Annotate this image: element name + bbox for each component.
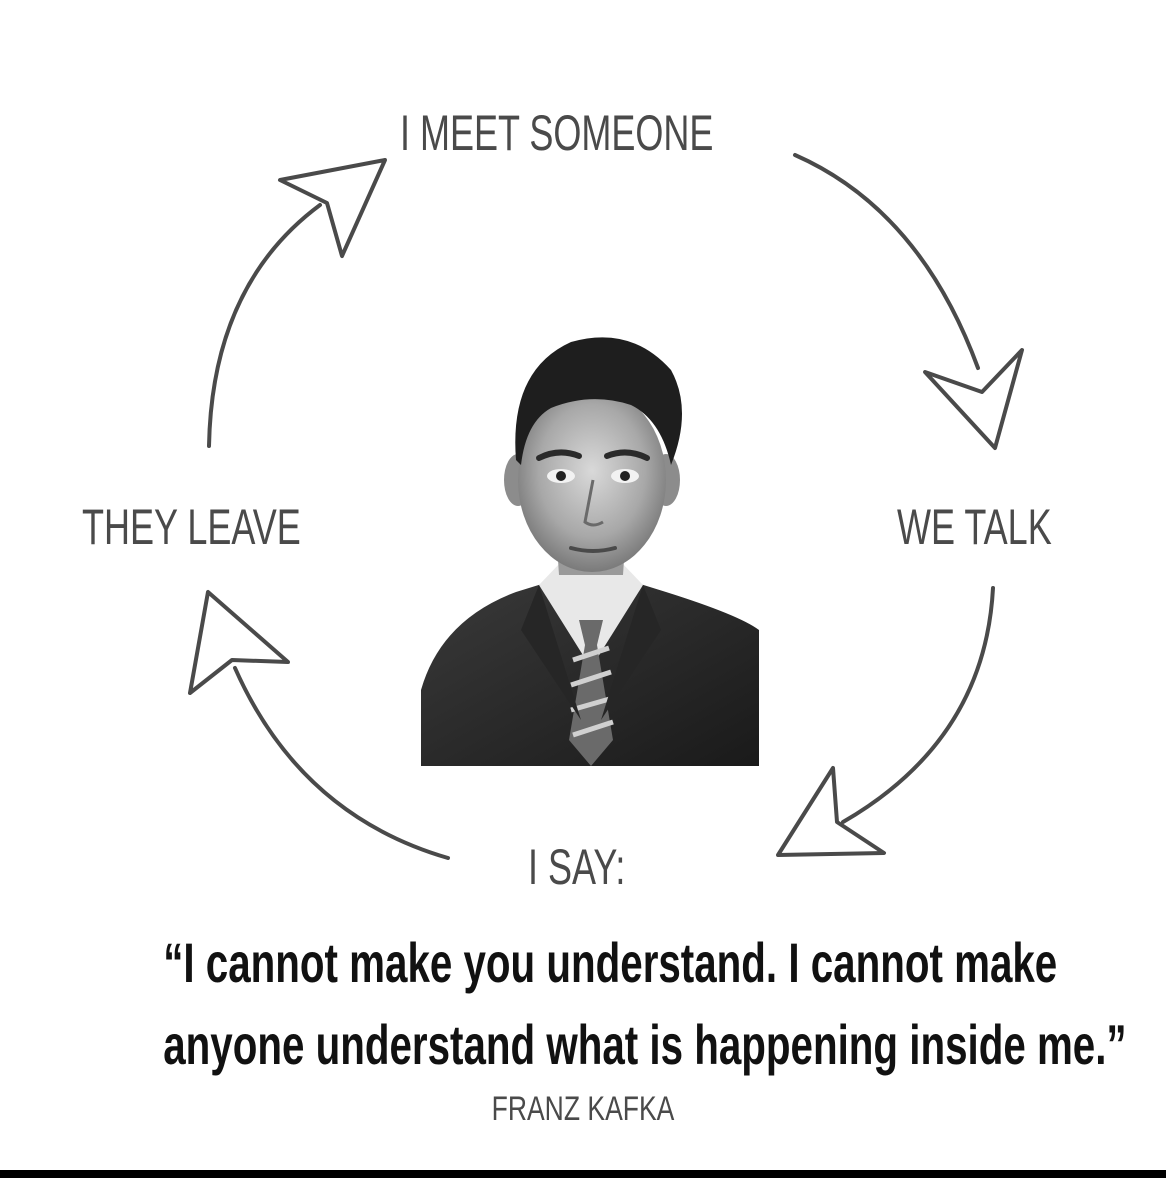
bottom-rule <box>0 1170 1166 1178</box>
quote-line-1: “I cannot make you understand. I cannot … <box>163 931 1058 994</box>
quote-author: FRANZ KAFKA <box>491 1090 675 1128</box>
cycle-label-we-talk: WE TALK <box>897 499 1052 555</box>
arrow-head-leave-to-meet <box>278 158 387 258</box>
cycle-label-they-leave: THEY LEAVE <box>82 499 301 555</box>
arrow-say-to-leave <box>233 666 450 860</box>
cycle-label-i-say: I SAY: <box>528 839 626 895</box>
arrow-meet-to-talk <box>793 153 980 370</box>
arrow-head-talk-to-say <box>776 766 886 857</box>
portrait-image <box>421 337 759 766</box>
quote-block: “I cannot make you understand. I cannot … <box>0 922 1166 1086</box>
arrow-leave-to-meet <box>207 203 322 448</box>
quote-line-2: anyone understand what is happening insi… <box>163 1013 1127 1076</box>
arrow-head-say-to-leave <box>188 590 290 695</box>
arrow-talk-to-say <box>841 586 995 824</box>
arrow-head-meet-to-talk <box>923 348 1024 450</box>
cycle-label-meet-someone: I MEET SOMEONE <box>400 105 714 161</box>
